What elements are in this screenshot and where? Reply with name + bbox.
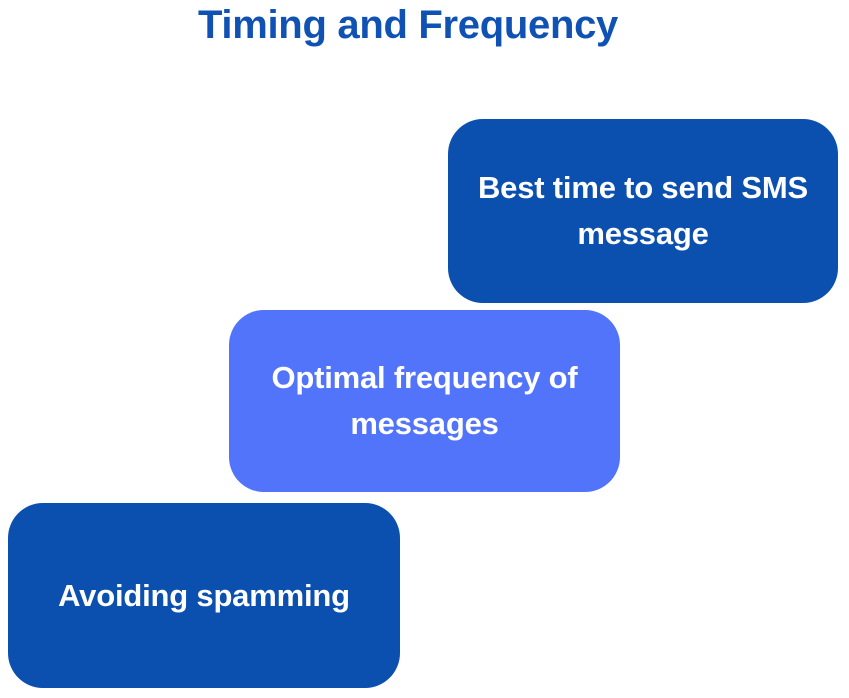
step-card-label: Optimal frequency of messages xyxy=(271,360,578,441)
step-card-label: Avoiding spamming xyxy=(58,577,350,613)
step-card-optimal-frequency[interactable]: Optimal frequency of messages xyxy=(229,310,620,492)
page-title: Timing and Frequency xyxy=(198,3,618,47)
step-card-best-time-to-send[interactable]: Best time to send SMS message xyxy=(448,119,838,303)
step-card-label: Best time to send SMS message xyxy=(478,170,808,251)
step-card-avoiding-spamming[interactable]: Avoiding spamming xyxy=(8,503,400,688)
